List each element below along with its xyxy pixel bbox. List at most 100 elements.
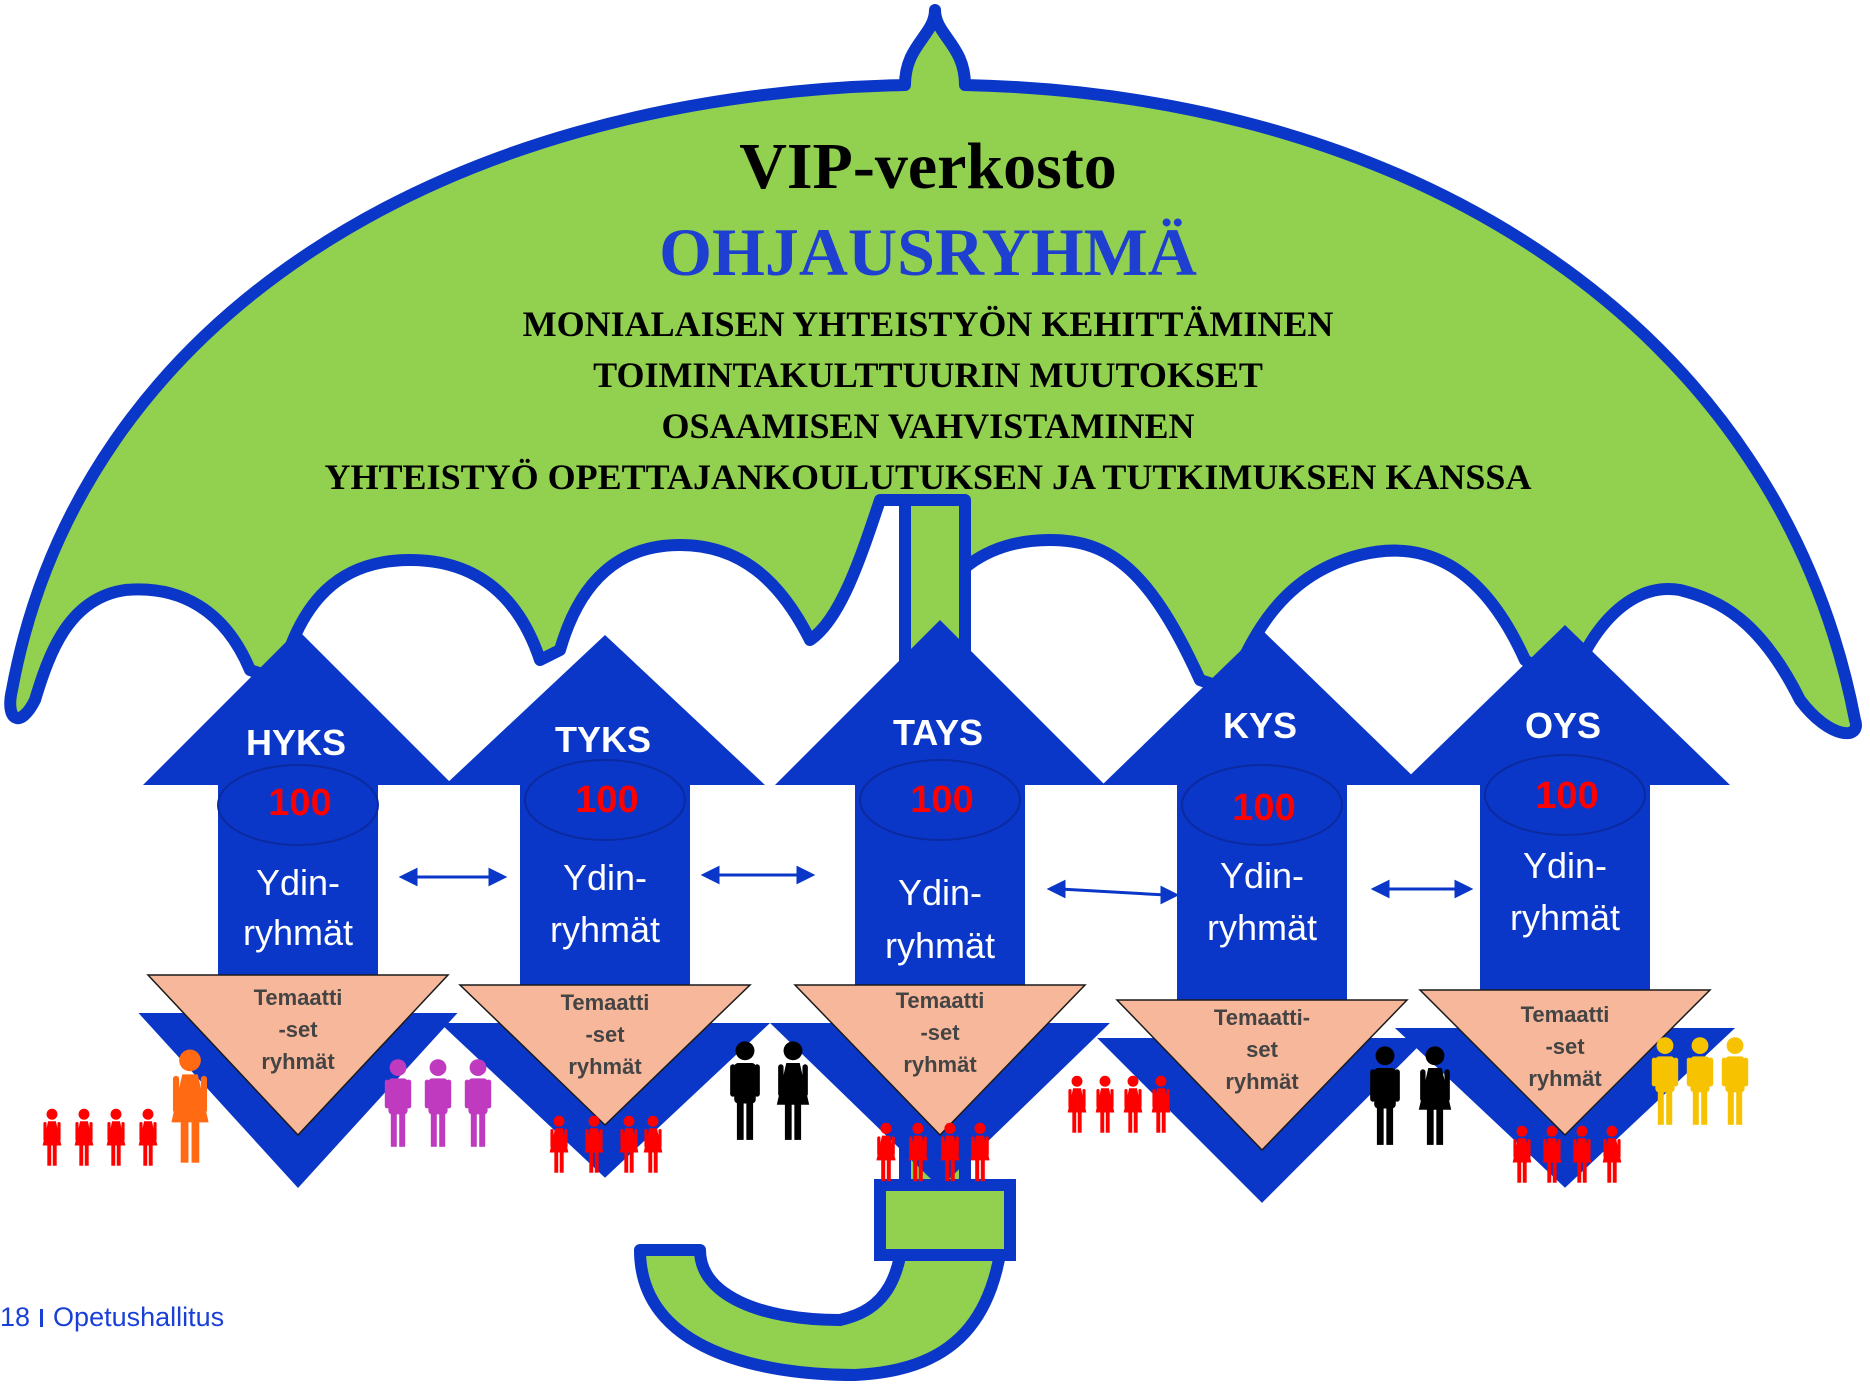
umbrella-item-4: YHTEISTYÖ OPETTAJANKOULUTUKSEN JA TUTKIM… (325, 457, 1532, 497)
theme-triangle-kys (1115, 999, 1409, 1152)
man-figure-black-b-icon (1370, 1046, 1400, 1145)
connector-arrow-kys-oys (1370, 879, 1474, 899)
child-figure-red-b-4-icon (643, 1115, 663, 1173)
umbrella-item-3: OSAAMISEN VAHVISTAMINEN (661, 406, 1194, 446)
theme-groups-label-2-tays: -set (920, 1020, 960, 1045)
child-figure-red-d-2-icon (1095, 1075, 1115, 1133)
core-groups-label-1-tays: Ydin- (898, 872, 982, 913)
core-groups-label-1-hyks: Ydin- (256, 862, 340, 903)
hospital-count-tyks: 100 (575, 779, 638, 821)
connector-arrow-tays-kys (1046, 879, 1180, 905)
child-figure-red-b-2-icon (584, 1115, 604, 1173)
core-groups-label-2-hyks: ryhmät (243, 912, 353, 953)
child-figure-red-a-3-icon (106, 1108, 126, 1166)
hospital-count-tays: 100 (910, 779, 973, 821)
core-groups-label-2-kys: ryhmät (1207, 907, 1317, 948)
theme-triangle-tyks (458, 984, 752, 1127)
adult-figure-yellow-2-icon (1686, 1037, 1714, 1125)
theme-groups-label-3-tays: ryhmät (903, 1052, 977, 1077)
theme-triangle-tays (793, 984, 1087, 1137)
hospital-name-tays: TAYS (893, 712, 983, 753)
theme-groups-label-2-tyks: -set (585, 1022, 625, 1047)
theme-triangle-hyks (146, 974, 450, 1137)
hospital-count-kys: 100 (1232, 787, 1295, 829)
theme-groups-label-3-kys: ryhmät (1225, 1069, 1299, 1094)
woman-figure-orange-icon (171, 1049, 209, 1163)
umbrella-subtitle: OHJAUSRYHMÄ (659, 214, 1197, 290)
child-figure-red-d-3-icon (1123, 1075, 1143, 1133)
count-ellipse-tays (859, 759, 1021, 841)
hospital-name-oys: OYS (1525, 705, 1601, 746)
core-groups-label-1-kys: Ydin- (1220, 855, 1304, 896)
count-ellipse-hyks (217, 764, 379, 846)
theme-groups-label-1-kys: Temaatti- (1214, 1005, 1310, 1030)
theme-groups-label-1-oys: Temaatti (1521, 1002, 1610, 1027)
core-groups-label-2-tyks: ryhmät (550, 909, 660, 950)
core-groups-label-1-oys: Ydin- (1523, 845, 1607, 886)
theme-groups-label-1-tays: Temaatti (896, 988, 985, 1013)
footer-organization: Opetushallitus (53, 1302, 225, 1332)
connector-arrow-hyks-tyks (398, 867, 508, 887)
woman-figure-black-b-icon (1418, 1046, 1452, 1145)
theme-groups-label-1-hyks: Temaatti (254, 985, 343, 1010)
hospital-name-kys: KYS (1223, 705, 1297, 746)
adult-figure-yellow-1-icon (1651, 1037, 1679, 1125)
umbrella-item-2: TOIMINTAKULTTUURIN MUUTOKSET (593, 355, 1263, 395)
child-figure-red-c-3-icon (940, 1122, 960, 1182)
hospital-name-hyks: HYKS (246, 722, 346, 763)
hospital-count-oys: 100 (1535, 775, 1598, 817)
woman-figure-black-a-icon (776, 1041, 810, 1140)
umbrella-title: VIP-verkosto (739, 130, 1117, 203)
people-icons (42, 1037, 1749, 1183)
child-figure-red-d-1-icon (1067, 1075, 1087, 1133)
child-figure-red-c-4-icon (970, 1122, 990, 1182)
hospital-units: HYKS100Ydin-ryhmätTemaatti-setryhmätTYKS… (138, 620, 1736, 1203)
child-figure-red-d-4-icon (1151, 1075, 1171, 1133)
theme-groups-label-3-hyks: ryhmät (261, 1049, 335, 1074)
theme-triangle-oys (1418, 989, 1712, 1137)
count-ellipse-tyks (524, 759, 686, 841)
core-groups-label-2-oys: ryhmät (1510, 897, 1620, 938)
adult-figure-purple-1-icon (384, 1059, 412, 1147)
adult-figure-purple-2-icon (424, 1059, 452, 1147)
connector-arrow-tyks-tays (700, 865, 816, 885)
child-figure-red-e-3-icon (1572, 1125, 1592, 1183)
child-figure-red-a-2-icon (74, 1108, 94, 1166)
child-figure-red-b-3-icon (619, 1115, 639, 1173)
theme-groups-label-2-kys: set (1246, 1037, 1278, 1062)
child-figure-red-e-4-icon (1602, 1125, 1622, 1183)
theme-groups-label-1-tyks: Temaatti (561, 990, 650, 1015)
hospital-count-hyks: 100 (268, 782, 331, 824)
adult-figure-purple-3-icon (464, 1059, 492, 1147)
child-figure-red-e-1-icon (1512, 1125, 1532, 1183)
footer-separator (40, 1309, 44, 1327)
count-ellipse-kys (1181, 764, 1343, 846)
man-figure-black-a-icon (730, 1041, 760, 1140)
child-figure-red-c-2-icon (908, 1122, 928, 1182)
child-figure-red-a-1-icon (42, 1108, 62, 1166)
theme-groups-label-3-oys: ryhmät (1528, 1066, 1602, 1091)
count-ellipse-oys (1484, 754, 1646, 836)
footer: 18 Opetushallitus (0, 1302, 224, 1333)
umbrella-item-1: MONIALAISEN YHTEISTYÖN KEHITTÄMINEN (523, 304, 1334, 344)
theme-groups-label-2-hyks: -set (278, 1017, 318, 1042)
theme-groups-label-3-tyks: ryhmät (568, 1054, 642, 1079)
child-figure-red-e-2-icon (1542, 1125, 1562, 1183)
footer-page-number: 18 (0, 1302, 31, 1332)
hospital-name-tyks: TYKS (555, 719, 651, 760)
child-figure-red-c-1-icon (876, 1122, 896, 1182)
adult-figure-yellow-3-icon (1721, 1037, 1749, 1125)
child-figure-red-a-4-icon (138, 1108, 158, 1166)
umbrella-text: VIP-verkosto OHJAUSRYHMÄ MONIALAISEN YHT… (325, 130, 1532, 497)
connector-arrows (398, 865, 1474, 905)
core-groups-label-1-tyks: Ydin- (563, 857, 647, 898)
child-figure-red-b-1-icon (549, 1115, 569, 1173)
core-groups-label-2-tays: ryhmät (885, 925, 995, 966)
theme-groups-label-2-oys: -set (1545, 1034, 1585, 1059)
